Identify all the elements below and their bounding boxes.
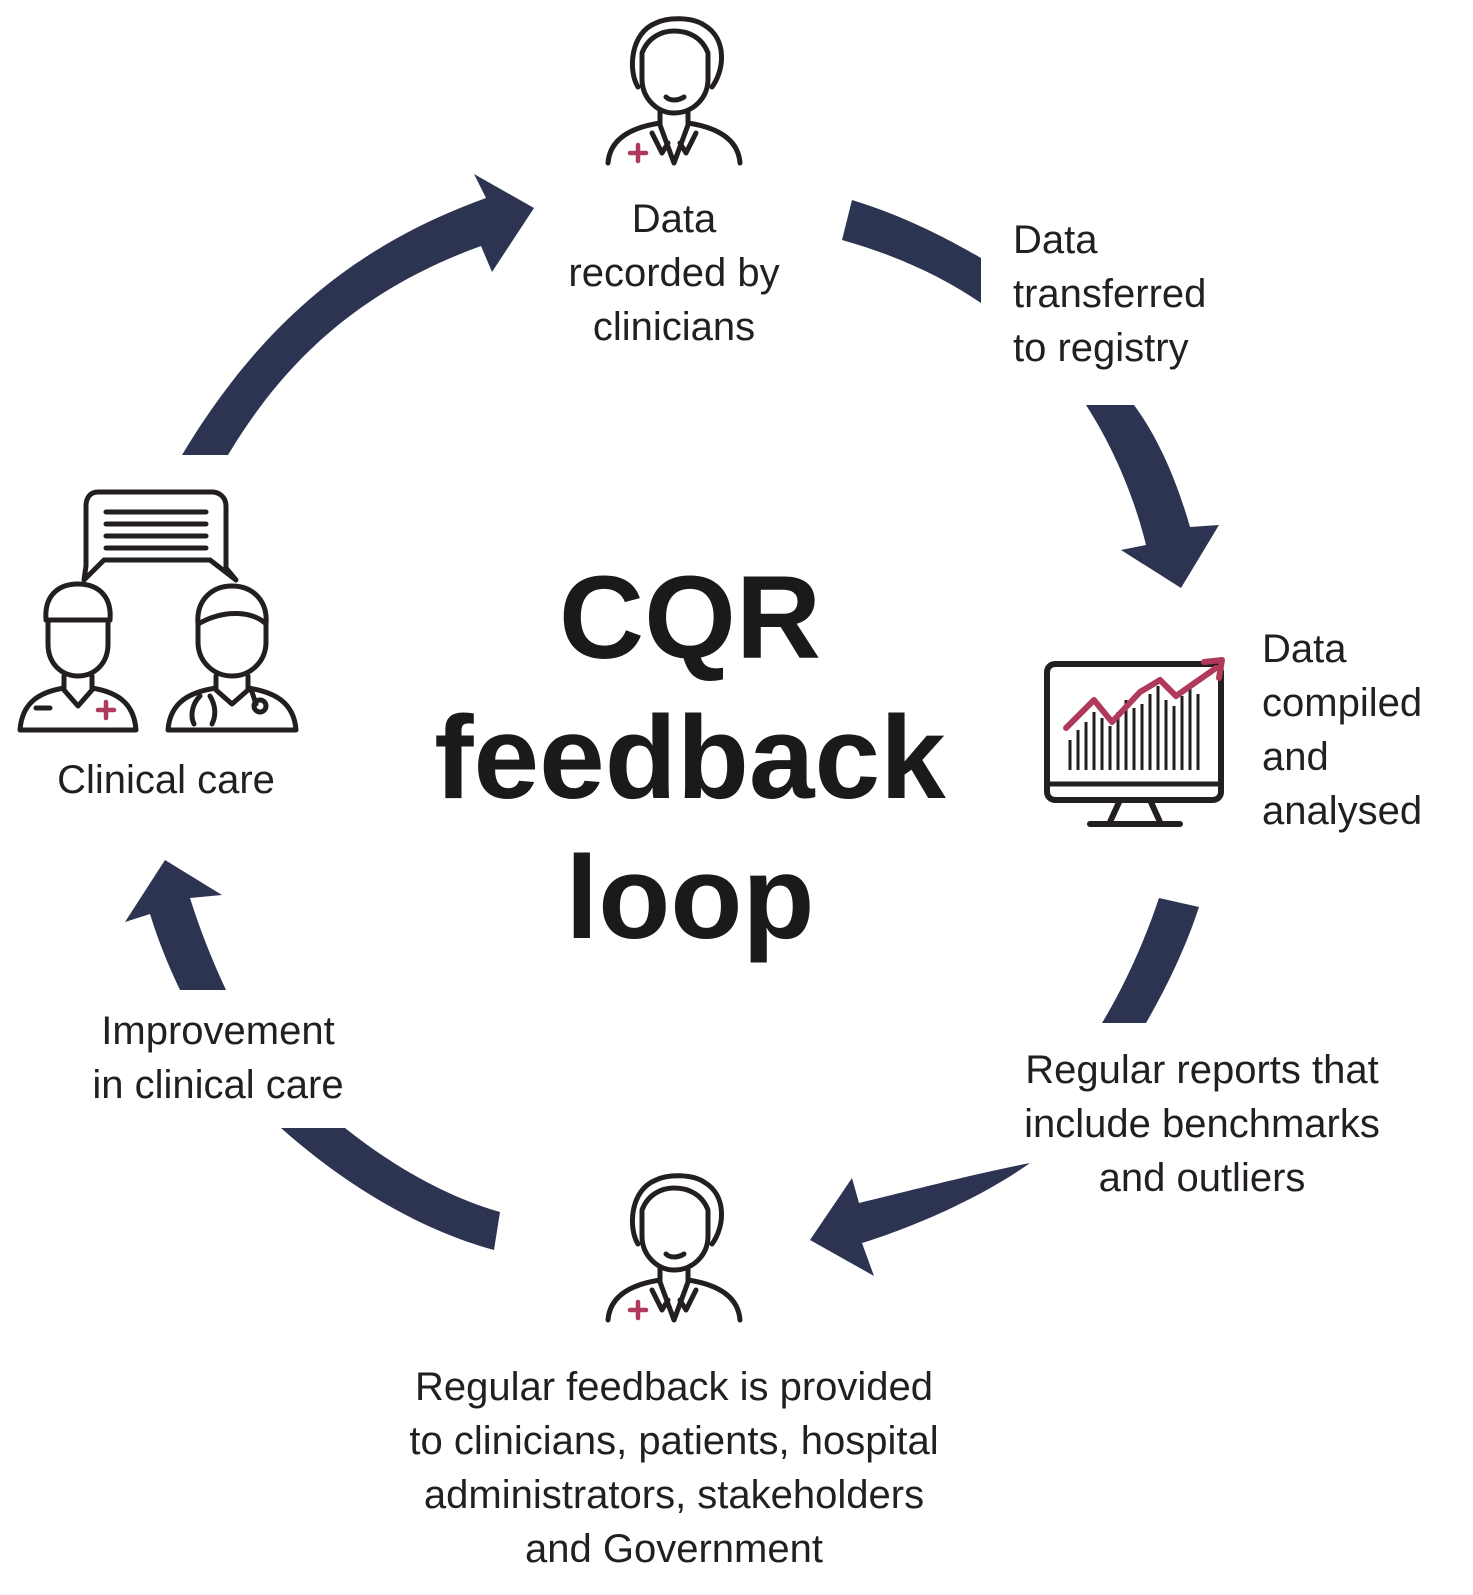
arrow-transferred-to-compiled bbox=[1086, 405, 1219, 588]
arrow-reports-to-feedback bbox=[810, 1163, 1030, 1276]
clinician-icon bbox=[605, 1173, 743, 1323]
arrow-recorded-to-transferred bbox=[842, 200, 981, 303]
title-line: CQR bbox=[558, 552, 822, 684]
arrow-feedback-to-improvement bbox=[281, 1128, 500, 1250]
arrow-compiled-to-reports bbox=[1102, 898, 1199, 1023]
arrow-improvement-to-clinical-care bbox=[125, 860, 226, 990]
title-line: feedback bbox=[434, 692, 946, 824]
arrow-clinical-care-to-recorded bbox=[182, 174, 534, 455]
cycle-arrows bbox=[125, 174, 1219, 1276]
label-clinical-care: Clinical care bbox=[57, 758, 275, 802]
label-regular-reports: Regular reports that include benchmarks … bbox=[1024, 1048, 1380, 1200]
label-data-transferred: Data transferred to registry bbox=[1013, 218, 1207, 370]
clinicians-conversation-icon bbox=[17, 489, 299, 733]
label-regular-feedback: Regular feedback is provided to clinicia… bbox=[409, 1365, 939, 1571]
diagram-title: CQR feedback loop bbox=[360, 548, 1020, 968]
label-data-recorded: Data recorded by clinicians bbox=[568, 197, 780, 349]
label-improvement: Improvement in clinical care bbox=[92, 1009, 344, 1107]
title-line: loop bbox=[565, 832, 815, 964]
label-data-compiled: Data compiled and analysed bbox=[1262, 627, 1423, 833]
monitor-chart-icon bbox=[1044, 657, 1225, 827]
clinician-icon bbox=[605, 16, 743, 166]
